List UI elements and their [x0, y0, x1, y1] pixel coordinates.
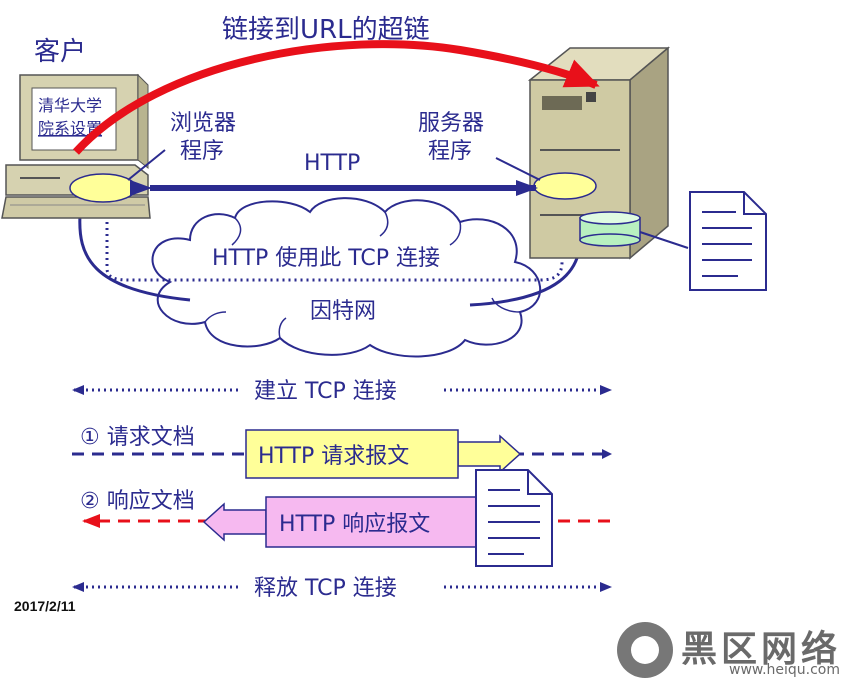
client-link-line [78, 214, 191, 302]
internet-cloud [151, 197, 541, 358]
watermark-url: www.heiqu.com [729, 662, 841, 678]
date-stamp: 2017/2/11 [14, 598, 76, 614]
screen-text-line1: 清华大学 [38, 96, 102, 115]
server-ellipse [533, 172, 597, 200]
request-arrow-shape [457, 434, 522, 474]
internet-label: 因特网 [310, 299, 376, 324]
disk-cylinder [579, 211, 641, 247]
request-message-label: HTTP 请求报文 [258, 444, 409, 469]
document-icon [689, 191, 767, 291]
server-tower [527, 46, 671, 260]
screen-text-line2: 院系设置 [38, 119, 102, 138]
watermark-logo-icon [617, 622, 673, 678]
server-pointer-line [495, 157, 541, 181]
browser-label-line1: 浏览器 [170, 111, 236, 136]
watermark: 黑区网络 www.heiqu.com [617, 620, 849, 680]
client-label: 客户 [34, 37, 86, 67]
browser-label-line2: 程序 [180, 139, 224, 164]
server-label-line1: 服务器 [418, 111, 484, 136]
response-message-label: HTTP 响应报文 [279, 512, 430, 537]
disk-to-document-line [639, 231, 689, 249]
request-message-box [245, 429, 459, 479]
establish-tcp-label: 建立 TCP 连接 [254, 379, 397, 404]
watermark-brand: 黑区网络 [681, 629, 842, 670]
server-label-line2: 程序 [428, 139, 472, 164]
browser-pointer-line [127, 149, 166, 181]
response-document-icon [475, 469, 553, 567]
release-tcp-label: 释放 TCP 连接 [254, 576, 397, 601]
response-message-box [265, 496, 479, 548]
hyperlink-arc [73, 40, 600, 155]
hyperlink-label: 链接到URL的超链 [222, 15, 430, 45]
response-arrow-shape [202, 502, 267, 542]
http-label: HTTP [304, 151, 360, 176]
browser-ellipse [69, 173, 137, 203]
request-label: ① 请求文档 [80, 425, 195, 450]
response-label: ② 响应文档 [80, 489, 195, 514]
tcp-connection-label: HTTP 使用此 TCP 连接 [212, 246, 440, 271]
tcp-connection-dotted [105, 198, 564, 282]
